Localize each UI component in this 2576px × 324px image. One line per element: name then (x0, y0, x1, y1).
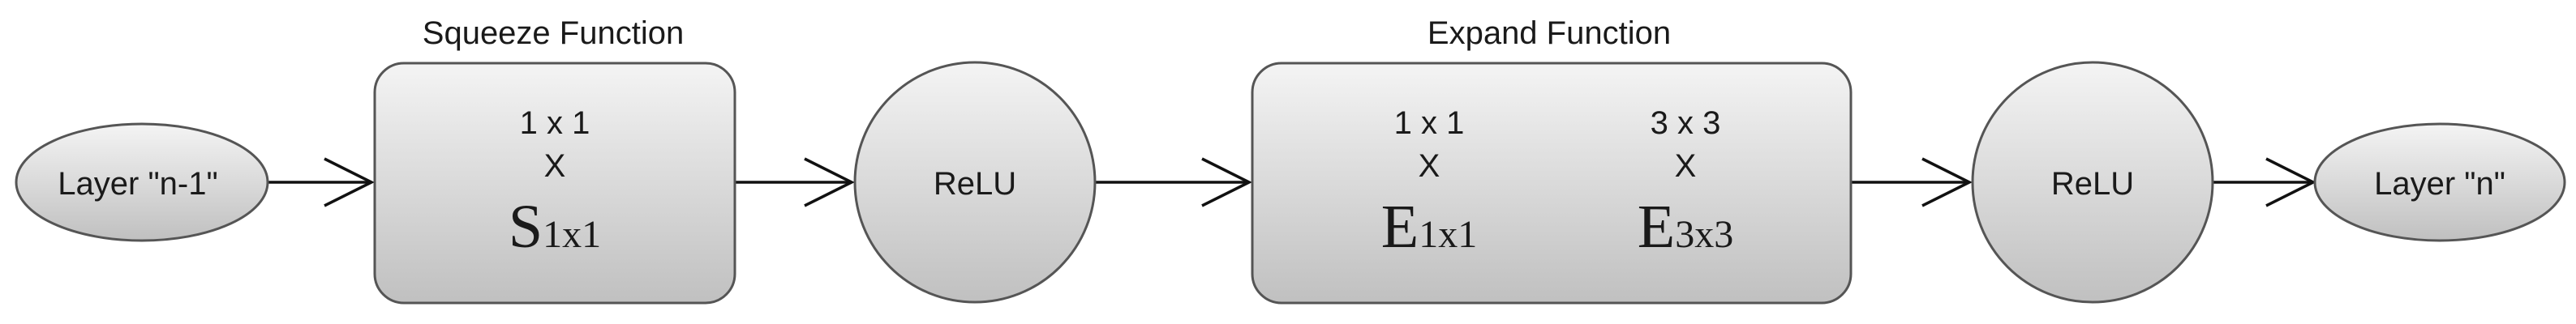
edge-relu-1-to-expand (1095, 157, 1252, 207)
squeeze-filter-size: 1 x 1 (520, 105, 590, 141)
edge-layer-in-to-squeeze (268, 157, 375, 207)
expand-box (1251, 62, 1853, 305)
layer-in-ellipse (15, 122, 269, 242)
layer-out-ellipse (2313, 122, 2566, 242)
squeeze-times: X (544, 148, 566, 184)
squeeze-subscript: 1x1 (543, 213, 601, 256)
edge-relu-2-to-layer-out (2213, 157, 2316, 207)
relu-1-circle (853, 61, 1097, 304)
node-layer-in: Layer "n-1" (15, 122, 269, 242)
layer-out-label: Layer "n" (2374, 166, 2505, 202)
edge-squeeze-to-relu-1 (735, 157, 855, 207)
expand-b-times: X (1675, 148, 1697, 184)
node-expand: 1 x 1 X E1x1 3 x 3 X E3x3 (1251, 62, 1853, 305)
node-relu-1: ReLU (853, 61, 1097, 304)
expand-title: Expand Function (1428, 15, 1671, 51)
squeeze-symbol: S (509, 193, 543, 261)
expand-a-symbol: E (1381, 193, 1419, 261)
expand-a-subscript: 1x1 (1419, 213, 1477, 256)
relu-2-circle (1971, 61, 2214, 304)
relu-1-label: ReLU (934, 166, 1016, 202)
squeeze-box (373, 62, 736, 305)
expand-a-formula: E1x1 (1381, 193, 1477, 261)
squeeze-formula: S1x1 (509, 193, 601, 261)
expand-b-symbol: E (1638, 193, 1675, 261)
expand-b-formula: E3x3 (1638, 193, 1733, 261)
expand-a-times: X (1419, 148, 1440, 184)
edge-expand-to-relu-2 (1851, 157, 1973, 207)
node-layer-out: Layer "n" (2313, 122, 2566, 242)
layer-in-label: Layer "n-1" (58, 166, 217, 202)
expand-b-subscript: 3x3 (1675, 213, 1733, 256)
node-squeeze: 1 x 1 X S1x1 (373, 62, 736, 305)
relu-2-label: ReLU (2051, 166, 2134, 202)
node-relu-2: ReLU (1971, 61, 2214, 304)
expand-b-filter-size: 3 x 3 (1651, 105, 1721, 141)
squeeze-title: Squeeze Function (423, 15, 684, 51)
expand-a-filter-size: 1 x 1 (1394, 105, 1465, 141)
